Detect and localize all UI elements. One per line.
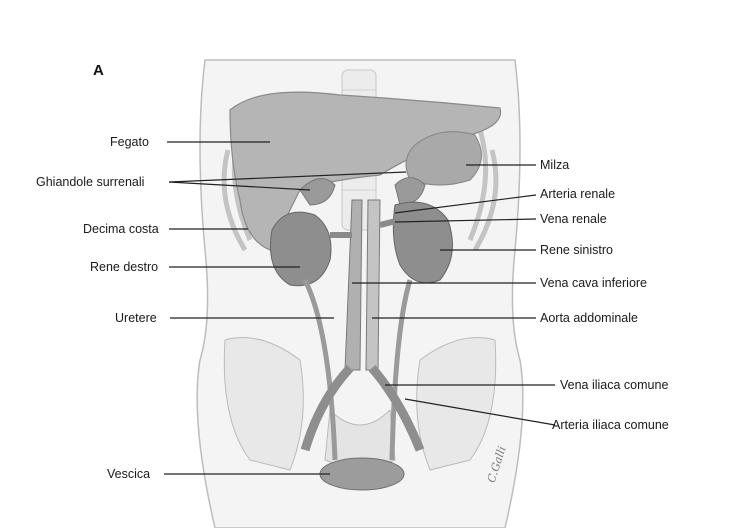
label-milza: Milza bbox=[540, 158, 569, 172]
aorta bbox=[366, 200, 380, 370]
label-vena-renale: Vena renale bbox=[540, 212, 607, 226]
label-vena-iliaca-comune: Vena iliaca comune bbox=[560, 378, 668, 392]
label-aorta-addominale: Aorta addominale bbox=[540, 311, 638, 325]
label-uretere: Uretere bbox=[115, 311, 157, 325]
panel-letter: A bbox=[93, 62, 104, 79]
label-rene-sinistro: Rene sinistro bbox=[540, 243, 613, 257]
label-rene-destro: Rene destro bbox=[90, 260, 158, 274]
label-arteria-iliaca-comune: Arteria iliaca comune bbox=[552, 418, 669, 432]
label-vescica: Vescica bbox=[107, 467, 150, 481]
label-ghiandole-surrenali: Ghiandole surrenali bbox=[36, 175, 144, 189]
label-fegato: Fegato bbox=[110, 135, 149, 149]
kidney-right bbox=[270, 212, 331, 286]
bladder bbox=[320, 458, 404, 490]
label-vena-cava-inferiore: Vena cava inferiore bbox=[540, 276, 647, 290]
label-arteria-renale: Arteria renale bbox=[540, 187, 615, 201]
label-decima-costa: Decima costa bbox=[83, 222, 159, 236]
